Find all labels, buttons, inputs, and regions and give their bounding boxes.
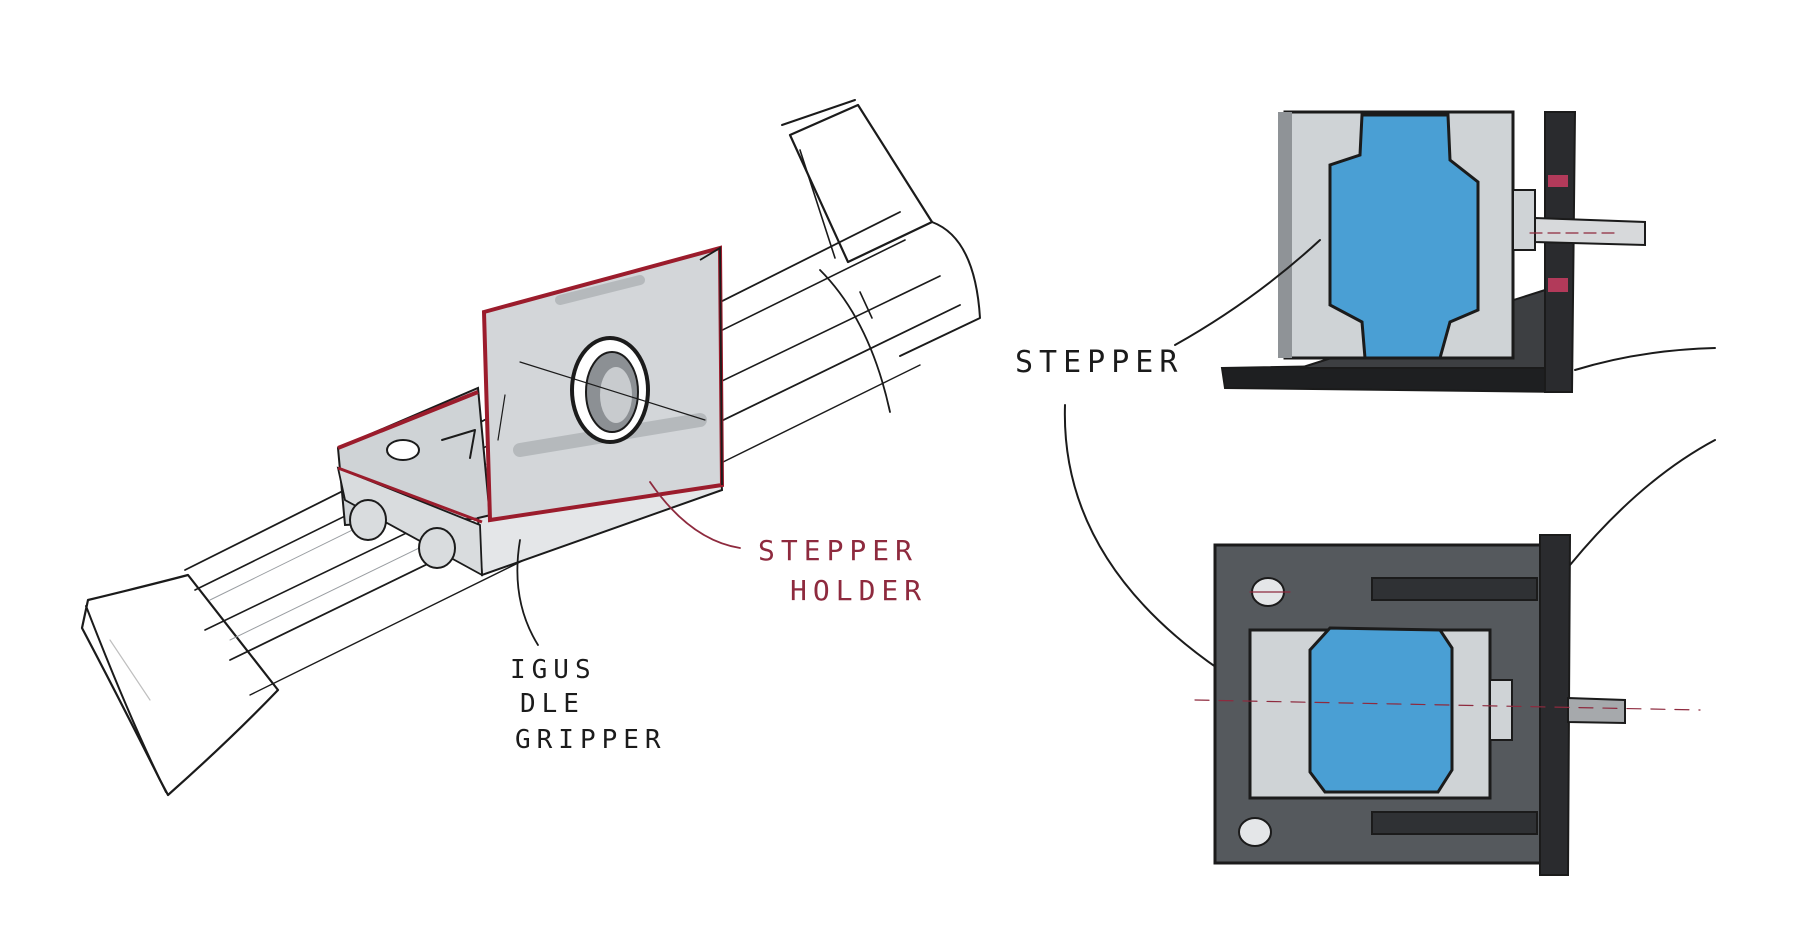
gripper-label-line1: IGUS <box>510 655 597 685</box>
rail-end-cap-left <box>80 573 280 797</box>
stepper-holder-label-line2: HOLDER <box>790 574 927 607</box>
stepper-leader-top <box>1174 239 1321 346</box>
gripper-leader <box>516 539 539 646</box>
stepper-holder-label-line1: STEPPER <box>758 534 918 567</box>
rail-end-cap-right <box>781 99 981 413</box>
stepper-side-view <box>1220 110 1716 394</box>
stepper-holder-plate <box>337 245 725 524</box>
stepper-front-view <box>1194 439 1716 876</box>
stepper-leader-bottom <box>1063 404 1221 671</box>
stepper-label: STEPPER <box>1015 345 1183 380</box>
isometric-gripper-sketch <box>80 99 981 797</box>
gripper-label-line2: DLE <box>520 689 585 719</box>
gripper-label-line3: GRIPPER <box>515 725 667 755</box>
stepper-holder-leader <box>649 481 741 549</box>
